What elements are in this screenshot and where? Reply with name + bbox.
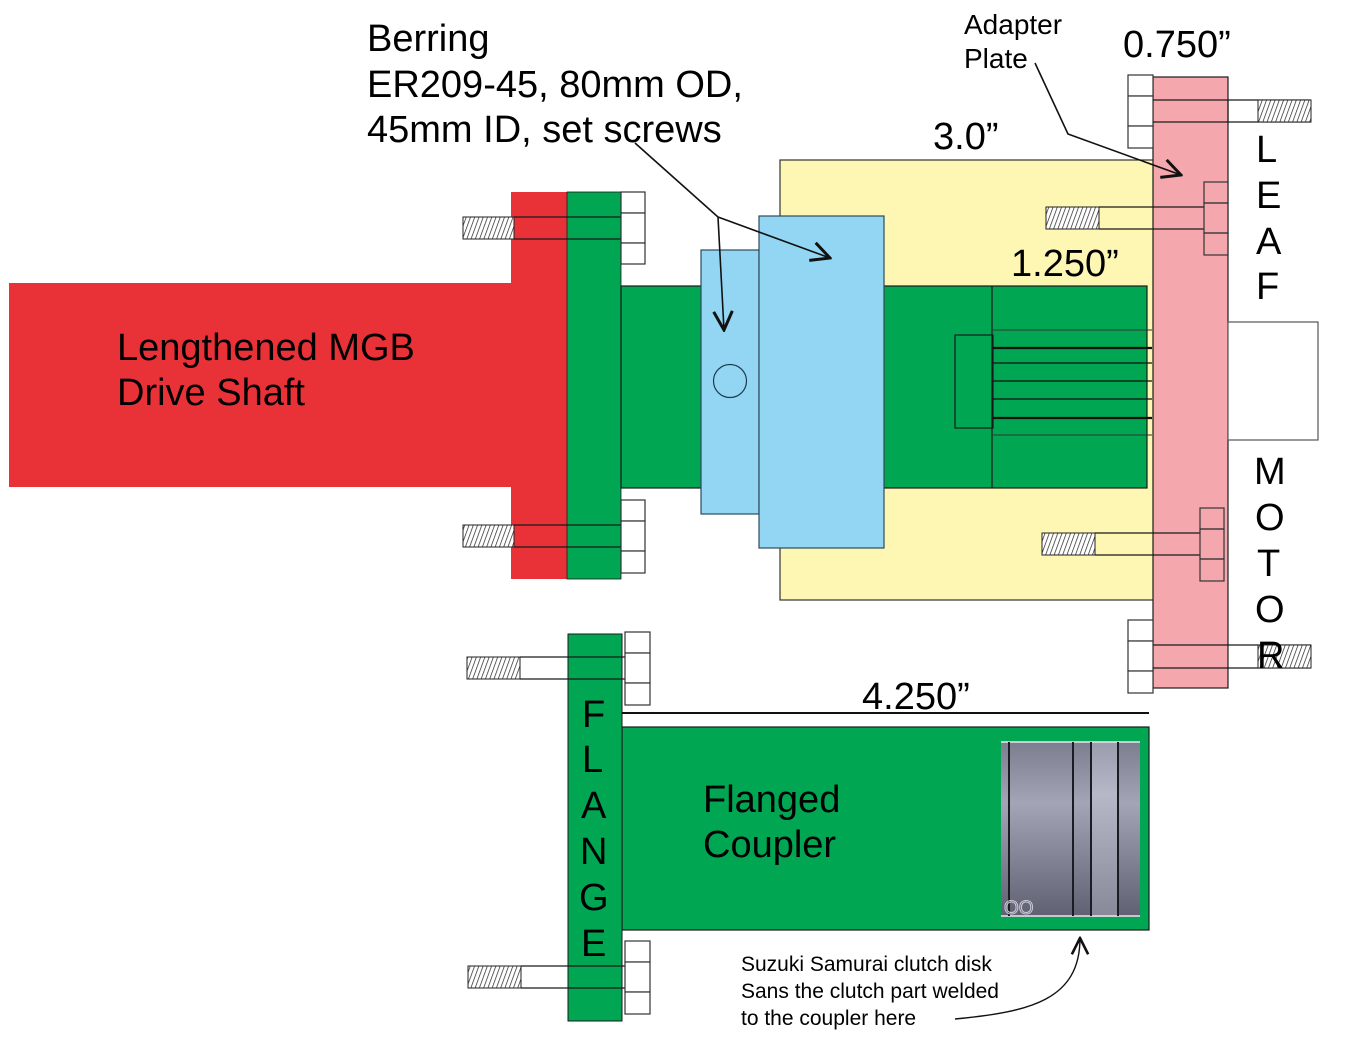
spline-lines [954, 329, 1152, 436]
svg-text:L: L [582, 739, 603, 781]
coupler-bolt-top [466, 631, 651, 706]
svg-text:A: A [1256, 221, 1282, 263]
drive-shaft [9, 283, 512, 487]
bearing-label-line2: ER209-45, 80mm OD, [367, 64, 743, 106]
svg-text:T: T [1257, 543, 1280, 585]
dimension-spline-length: 1.250” [1011, 243, 1119, 285]
svg-text:F: F [582, 694, 605, 736]
clutch-disk-mark: OO [1004, 898, 1034, 919]
adapter-label-line1: Adapter [964, 9, 1062, 40]
bearing-leader-arrows [634, 142, 830, 330]
drive-shaft-label-line2: Drive Shaft [117, 372, 305, 414]
bearing-collar [700, 249, 760, 515]
dimension-housing-length: 3.0” [933, 116, 998, 158]
leaf-label: L E A F [1256, 129, 1282, 308]
coupler-label-line2: Coupler [703, 824, 836, 866]
adapter-bolt-top [1127, 74, 1312, 149]
clutch-label-line3: to the coupler here [741, 1007, 916, 1030]
flange-plate [567, 633, 623, 1022]
svg-text:A: A [581, 785, 607, 827]
drive-shaft-label-line1: Lengthened MGB [117, 327, 415, 369]
clutch-label-line1: Suzuki Samurai clutch disk [741, 953, 992, 976]
svg-text:L: L [1256, 129, 1277, 171]
housing-bolt-bottom [1041, 507, 1225, 582]
svg-text:R: R [1257, 635, 1284, 677]
svg-text:F: F [1256, 266, 1279, 308]
svg-text:M: M [1254, 451, 1286, 493]
adapter-bolt-bottom [1127, 619, 1312, 694]
svg-text:O: O [1255, 497, 1285, 539]
svg-text:G: G [579, 877, 609, 919]
bearing-label-line3: 45mm ID, set screws [367, 109, 722, 151]
motor-label: M O T O R [1254, 451, 1286, 677]
svg-text:O: O [1255, 589, 1285, 631]
coupler-flange-top [566, 191, 622, 580]
flange-bolt-top [462, 191, 646, 265]
flange-bolt-bottom [462, 499, 646, 574]
adapter-label-line2: Plate [964, 43, 1028, 74]
flange-label: F L A N G E [579, 694, 609, 965]
svg-text:N: N [580, 831, 607, 873]
shaft-flange [511, 192, 567, 579]
svg-text:E: E [581, 923, 606, 965]
adapter-plate [1152, 76, 1229, 689]
coupler-bolt-bottom [467, 940, 651, 1015]
dimension-adapter-thickness: 0.750” [1123, 24, 1231, 66]
svg-text:E: E [1256, 175, 1281, 217]
adapter-leader-arrow [1034, 62, 1181, 175]
bearing-label-line1: Berring [367, 18, 490, 60]
bearing-body [758, 215, 885, 549]
clutch-label-line2: Sans the clutch part welded [741, 980, 999, 1003]
set-screw-hole [712, 363, 748, 399]
coupler-label-line1: Flanged [703, 779, 840, 821]
motor-shaft [1227, 321, 1319, 441]
housing-bolt-top [1045, 181, 1229, 256]
dimension-coupler-length: 4.250” [862, 676, 970, 718]
clutch-leader-arrow [954, 938, 1080, 1020]
clutch-disk: OO [1001, 741, 1140, 920]
